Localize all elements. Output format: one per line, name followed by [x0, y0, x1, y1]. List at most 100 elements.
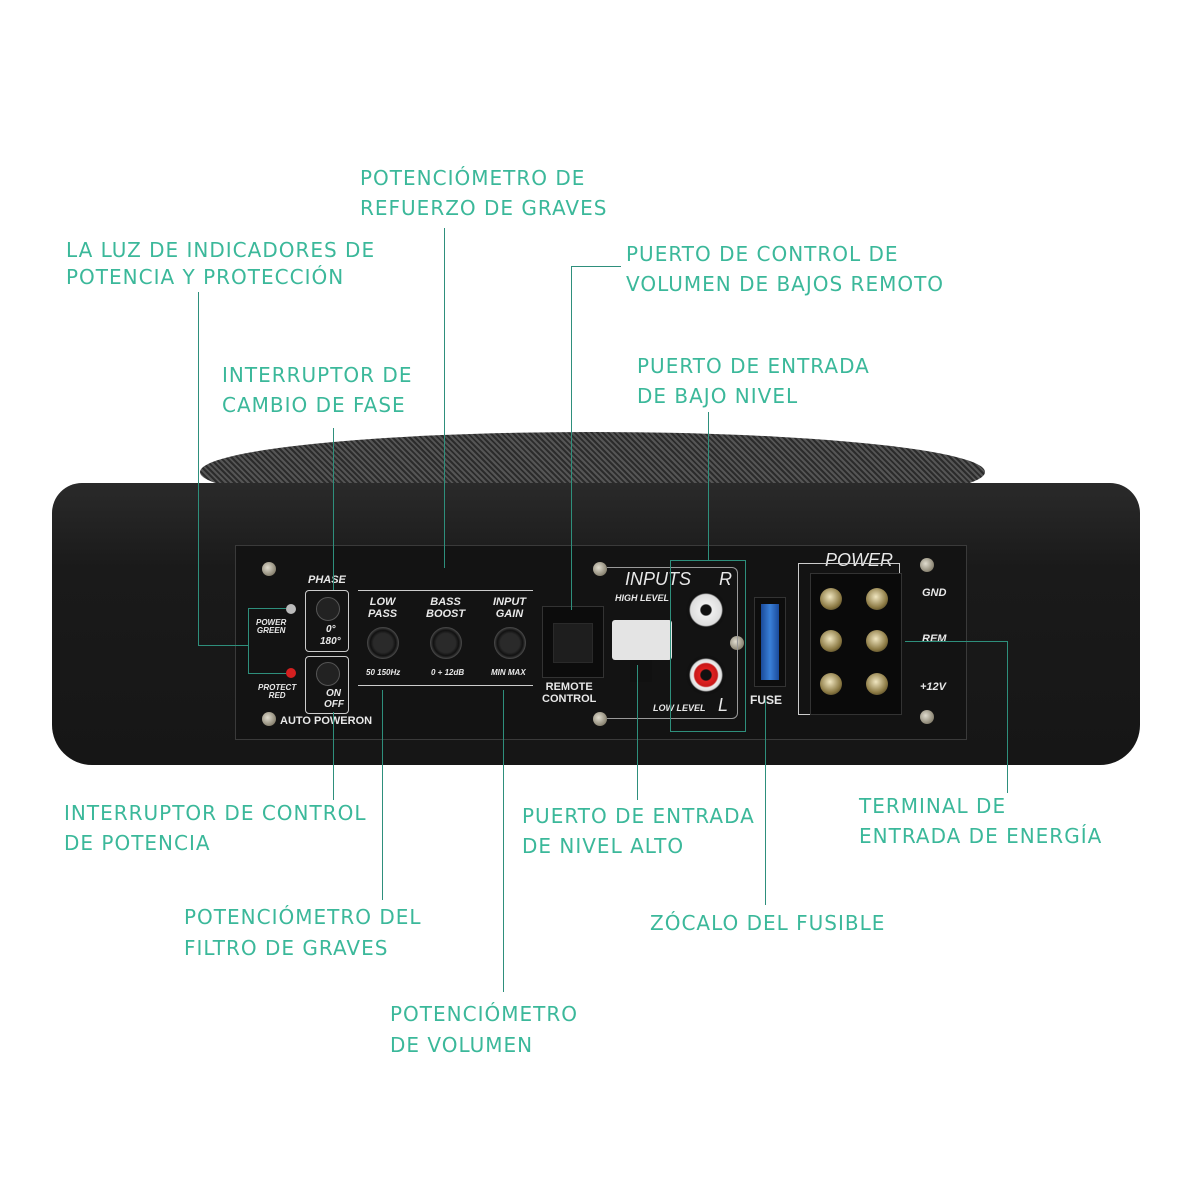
text: POTENCIÓMETRO DEL [184, 905, 422, 929]
text: POTENCIA Y PROTECCIÓN [66, 265, 345, 289]
power-label: POWER [825, 550, 894, 570]
bass-boost-range: 0 + 12dB [431, 668, 465, 677]
callout-high-level-input: PUERTO DE ENTRADA DE NIVEL ALTO [522, 801, 755, 861]
text: GREEN [256, 626, 286, 636]
text: INTERRUPTOR DE CONTROL [64, 801, 367, 825]
text: ENTRADA DE ENERGÍA [859, 824, 1103, 848]
phase-button[interactable] [316, 597, 340, 621]
leader-line [333, 712, 334, 800]
screw [262, 712, 276, 726]
text: BASS [430, 596, 461, 608]
callout-remote-port: PUERTO DE CONTROL DE VOLUMEN DE BAJOS REM… [626, 239, 944, 299]
leader-line [333, 428, 334, 590]
terminal-screw [820, 673, 842, 695]
callout-indicator-lights: LA LUZ DE INDICADORES DE POTENCIA Y PROTE… [66, 237, 375, 291]
leader-line [571, 266, 621, 267]
terminal-screw [866, 588, 888, 610]
auto-power-switch[interactable]: ON OFF [305, 656, 349, 714]
inputs-label: INPUTS [625, 569, 692, 589]
text: DE POTENCIA [64, 831, 211, 855]
text: DE VOLUMEN [390, 1033, 534, 1057]
text: PUERTO DE ENTRADA [637, 354, 870, 378]
text: POTENCIÓMETRO [390, 1002, 578, 1026]
text: INTERRUPTOR DE [222, 363, 413, 387]
leader-line [444, 228, 445, 568]
low-pass-knob[interactable] [367, 627, 399, 659]
text: PUERTO DE ENTRADA [522, 804, 755, 828]
gnd-label: GND [922, 587, 947, 599]
bass-boost-knob[interactable] [430, 627, 462, 659]
divider [358, 590, 533, 591]
text: PROTECT [258, 683, 297, 692]
on-label: ON [326, 688, 341, 699]
screw [920, 710, 934, 724]
leader-line [248, 608, 249, 674]
text: LA LUZ DE INDICADORES DE [66, 238, 376, 262]
fuse[interactable] [754, 597, 786, 687]
divider [358, 685, 533, 686]
off-label: OFF [324, 699, 344, 710]
callout-low-level-input: PUERTO DE ENTRADA DE BAJO NIVEL [637, 351, 870, 411]
text: CONTROL [542, 692, 597, 705]
screw [920, 558, 934, 572]
power-led [286, 604, 296, 614]
text: DE BAJO NIVEL [637, 384, 799, 408]
left-label: L [718, 695, 729, 715]
rem-label: REM [922, 633, 947, 645]
blue-fuse [761, 604, 779, 680]
terminal-screw [820, 588, 842, 610]
screw [593, 562, 607, 576]
text: REFUERZO DE GRAVES [360, 196, 608, 220]
text: BOOST [426, 607, 466, 620]
remote-control-port[interactable] [542, 606, 604, 678]
leader-line [571, 266, 572, 610]
text: VOLUMEN DE BAJOS REMOTO [626, 272, 945, 296]
12v-label: +12V [920, 681, 946, 693]
text: RED [268, 691, 286, 701]
leader-line [765, 700, 766, 905]
callout-power-switch: INTERRUPTOR DE CONTROL DE POTENCIA [64, 798, 366, 858]
text: GAIN [495, 607, 524, 620]
text: CAMBIO DE FASE [222, 393, 406, 417]
callout-volume-pot: POTENCIÓMETRO DE VOLUMEN [390, 999, 578, 1061]
phase-label: PHASE [308, 574, 346, 586]
protect-led [286, 668, 296, 678]
rj-socket [553, 623, 593, 663]
screw [593, 712, 607, 726]
text: PUERTO DE CONTROL DE [626, 242, 899, 266]
rca-left[interactable] [686, 655, 726, 695]
power-button[interactable] [316, 662, 340, 686]
fuse-label: FUSE [750, 693, 783, 707]
high-level-label: HIGH LEVEL [615, 593, 670, 603]
leader-line [198, 645, 248, 646]
callout-phase-switch: INTERRUPTOR DE CAMBIO DE FASE [222, 360, 412, 420]
leader-line [637, 665, 638, 800]
terminal-screw [820, 630, 842, 652]
text: INPUT [493, 596, 526, 608]
input-gain-range: MIN MAX [491, 668, 526, 677]
low-level-label: LOW LEVEL [653, 703, 706, 713]
text: TERMINAL DE [859, 794, 1007, 818]
phase-switch[interactable]: 0° 180° [305, 590, 349, 652]
inputs-frame [607, 567, 738, 719]
leader-line [905, 641, 1007, 642]
phase-0-label: 0° [326, 624, 336, 635]
terminal-screw [866, 630, 888, 652]
text: REMOTE [545, 681, 593, 693]
rca-right[interactable] [686, 590, 726, 630]
terminal-screw [866, 673, 888, 695]
text: DE NIVEL ALTO [522, 834, 685, 858]
callout-fuse-socket: ZÓCALO DEL FUSIBLE [650, 908, 885, 938]
leader-box [670, 560, 746, 732]
connector-wires [630, 660, 652, 682]
callout-power-terminal: TERMINAL DE ENTRADA DE ENERGÍA [859, 791, 1102, 851]
input-gain-knob[interactable] [494, 627, 526, 659]
high-level-connector[interactable] [612, 620, 672, 660]
